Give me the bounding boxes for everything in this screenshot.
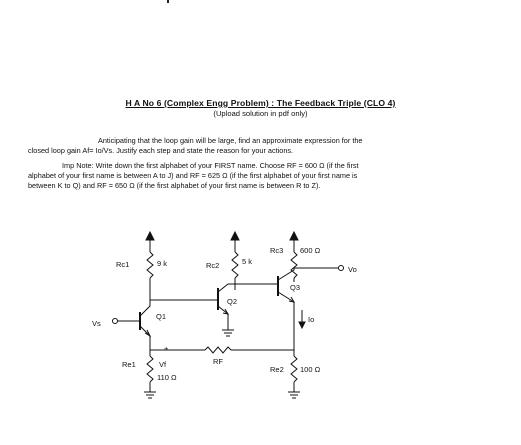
rc2-value: 5 k: [242, 257, 252, 266]
question-line: Anticipating that the loop gain will be …: [98, 136, 363, 145]
q1-emitter-lead: [139, 325, 151, 350]
vo-terminal: [338, 265, 344, 271]
note-paragraph: Imp Note: Write down the first alphabet …: [28, 161, 486, 190]
vf-plus-sign: +: [164, 344, 169, 353]
q2-label: Q2: [227, 297, 237, 306]
note-line: Imp Note: Write down the first alphabet …: [62, 161, 359, 170]
assignment-title: H A No 6 (Complex Engg Problem) : The Fe…: [125, 98, 396, 108]
supply-arrow-3: [289, 230, 299, 241]
supply-arrow-1: [145, 230, 155, 241]
note-line: between K to Q) and RF = 650 Ω (if the f…: [28, 180, 321, 190]
q3-emitter-lead: [277, 291, 295, 350]
q1-emitter-arrow: [144, 329, 152, 338]
note-line: alphabet of your first name is between A…: [28, 170, 358, 180]
rc1-resistor: [146, 251, 154, 279]
re2-value: 100 Ω: [300, 365, 321, 374]
rc2-resistor: [231, 251, 239, 279]
q2-emitter-arrow: [222, 308, 230, 315]
rf-resistor: [204, 346, 232, 354]
re1-label: Re1: [122, 360, 136, 369]
q3-collector-lead: [277, 268, 295, 281]
rf-label: RF: [213, 357, 223, 366]
rc3-label: Rc3: [270, 246, 283, 255]
vf-label: Vf: [159, 360, 167, 369]
q3-label: Q3: [290, 283, 300, 292]
vs-label: Vs: [92, 319, 101, 328]
q1-label: Q1: [156, 312, 166, 321]
vo-label: Vo: [348, 265, 357, 274]
question-line: closed loop gain Af= Io/Vs. Justify each…: [28, 145, 294, 155]
re1-value: 110 Ω: [157, 373, 177, 382]
q2-emitter-lead: [217, 305, 229, 330]
rc3-resistor: [290, 251, 298, 279]
question-paragraph: Anticipating that the loop gain will be …: [28, 136, 486, 156]
io-arrow: [298, 321, 306, 330]
q1-collector-lead: [139, 300, 151, 317]
top-mark: [167, 0, 169, 3]
supply-arrow-2: [230, 230, 240, 241]
rc2-label: Rc2: [206, 261, 219, 270]
re1-resistor: [146, 355, 154, 383]
rc3-value: 600 Ω: [300, 246, 321, 255]
assignment-subtitle: (Upload solution in pdf only): [213, 109, 308, 118]
vs-terminal: [112, 318, 118, 324]
re2-resistor: [290, 355, 298, 383]
re2-label: Re2: [270, 365, 284, 374]
q3-emitter-arrow: [288, 296, 296, 303]
rc1-value: 9 k: [157, 259, 167, 268]
io-label: Io: [308, 315, 314, 324]
q2-collector-lead: [217, 283, 236, 293]
rc1-label: Rc1: [116, 260, 129, 269]
